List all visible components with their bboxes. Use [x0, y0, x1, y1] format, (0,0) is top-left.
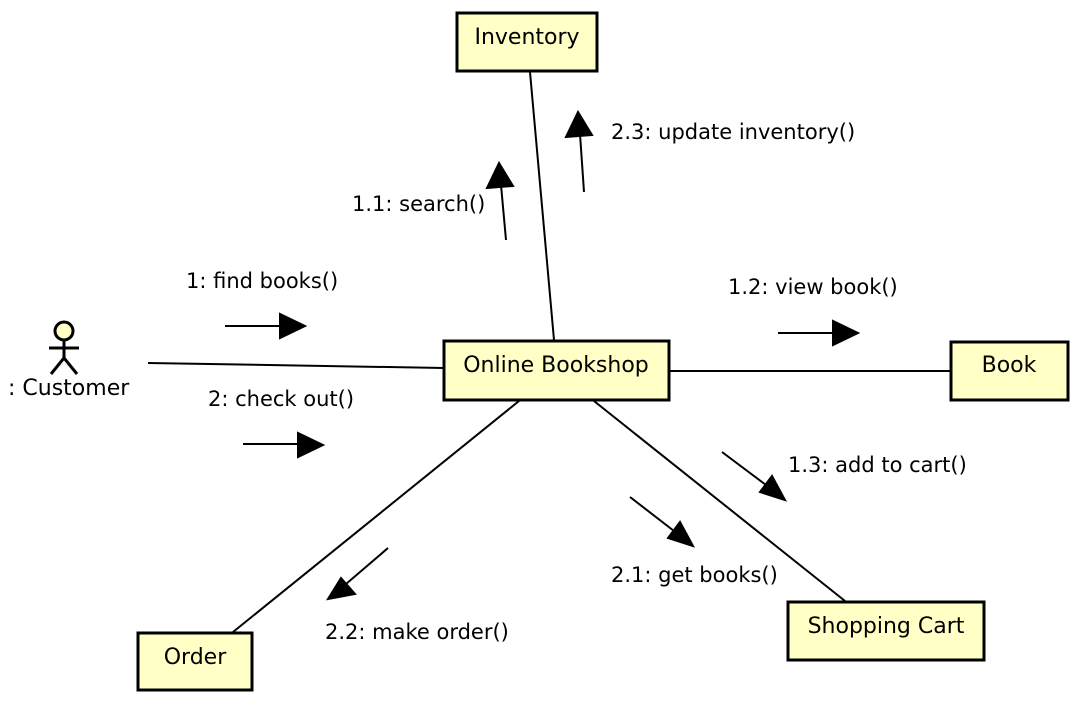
object-online-bookshop[interactable]: Online Bookshop — [442, 339, 671, 402]
object-book[interactable]: Book — [949, 340, 1070, 402]
message-view-book: 1.2: view book() — [728, 275, 898, 299]
stick-figure-icon — [49, 320, 79, 375]
message-search: 1.1: search() — [352, 192, 485, 216]
arrow-update-inventory — [564, 109, 594, 193]
object-shopping-cart[interactable]: Shopping Cart — [786, 600, 986, 662]
links — [147, 71, 951, 633]
object-order[interactable]: Order — [136, 631, 254, 692]
arrow-get-books — [629, 496, 696, 548]
link-bookshop-shopping-cart — [593, 400, 846, 602]
object-inventory[interactable]: Inventory — [455, 11, 599, 73]
link-customer-bookshop — [147, 362, 445, 369]
message-check-out: 2: check out() — [208, 387, 354, 411]
customer-actor[interactable]: : Customer — [8, 320, 130, 401]
object-shopping-cart-label: Shopping Cart — [808, 614, 965, 639]
message-make-order: 2.2: make order() — [325, 620, 509, 644]
message-labels: 1: find books() 2: check out() 1.1: sear… — [186, 120, 967, 644]
arrow-view-book — [778, 319, 861, 347]
actor-label: : Customer — [8, 376, 130, 401]
arrow-make-order — [325, 547, 389, 601]
message-add-to-cart: 1.3: add to cart() — [788, 453, 967, 477]
object-online-bookshop-label: Online Bookshop — [463, 353, 649, 378]
message-arrows — [225, 109, 861, 601]
message-get-books: 2.1: get books() — [611, 563, 778, 587]
message-update-inventory: 2.3: update inventory() — [611, 120, 855, 144]
object-inventory-label: Inventory — [474, 25, 579, 50]
arrow-search — [485, 160, 515, 241]
arrow-add-to-cart — [721, 451, 788, 502]
arrow-find-books — [225, 312, 308, 340]
link-bookshop-order — [232, 400, 520, 633]
arrow-check-out — [243, 431, 326, 459]
object-order-label: Order — [164, 645, 227, 670]
message-find-books: 1: find books() — [186, 269, 338, 293]
object-book-label: Book — [982, 353, 1037, 378]
link-bookshop-inventory — [529, 71, 555, 341]
